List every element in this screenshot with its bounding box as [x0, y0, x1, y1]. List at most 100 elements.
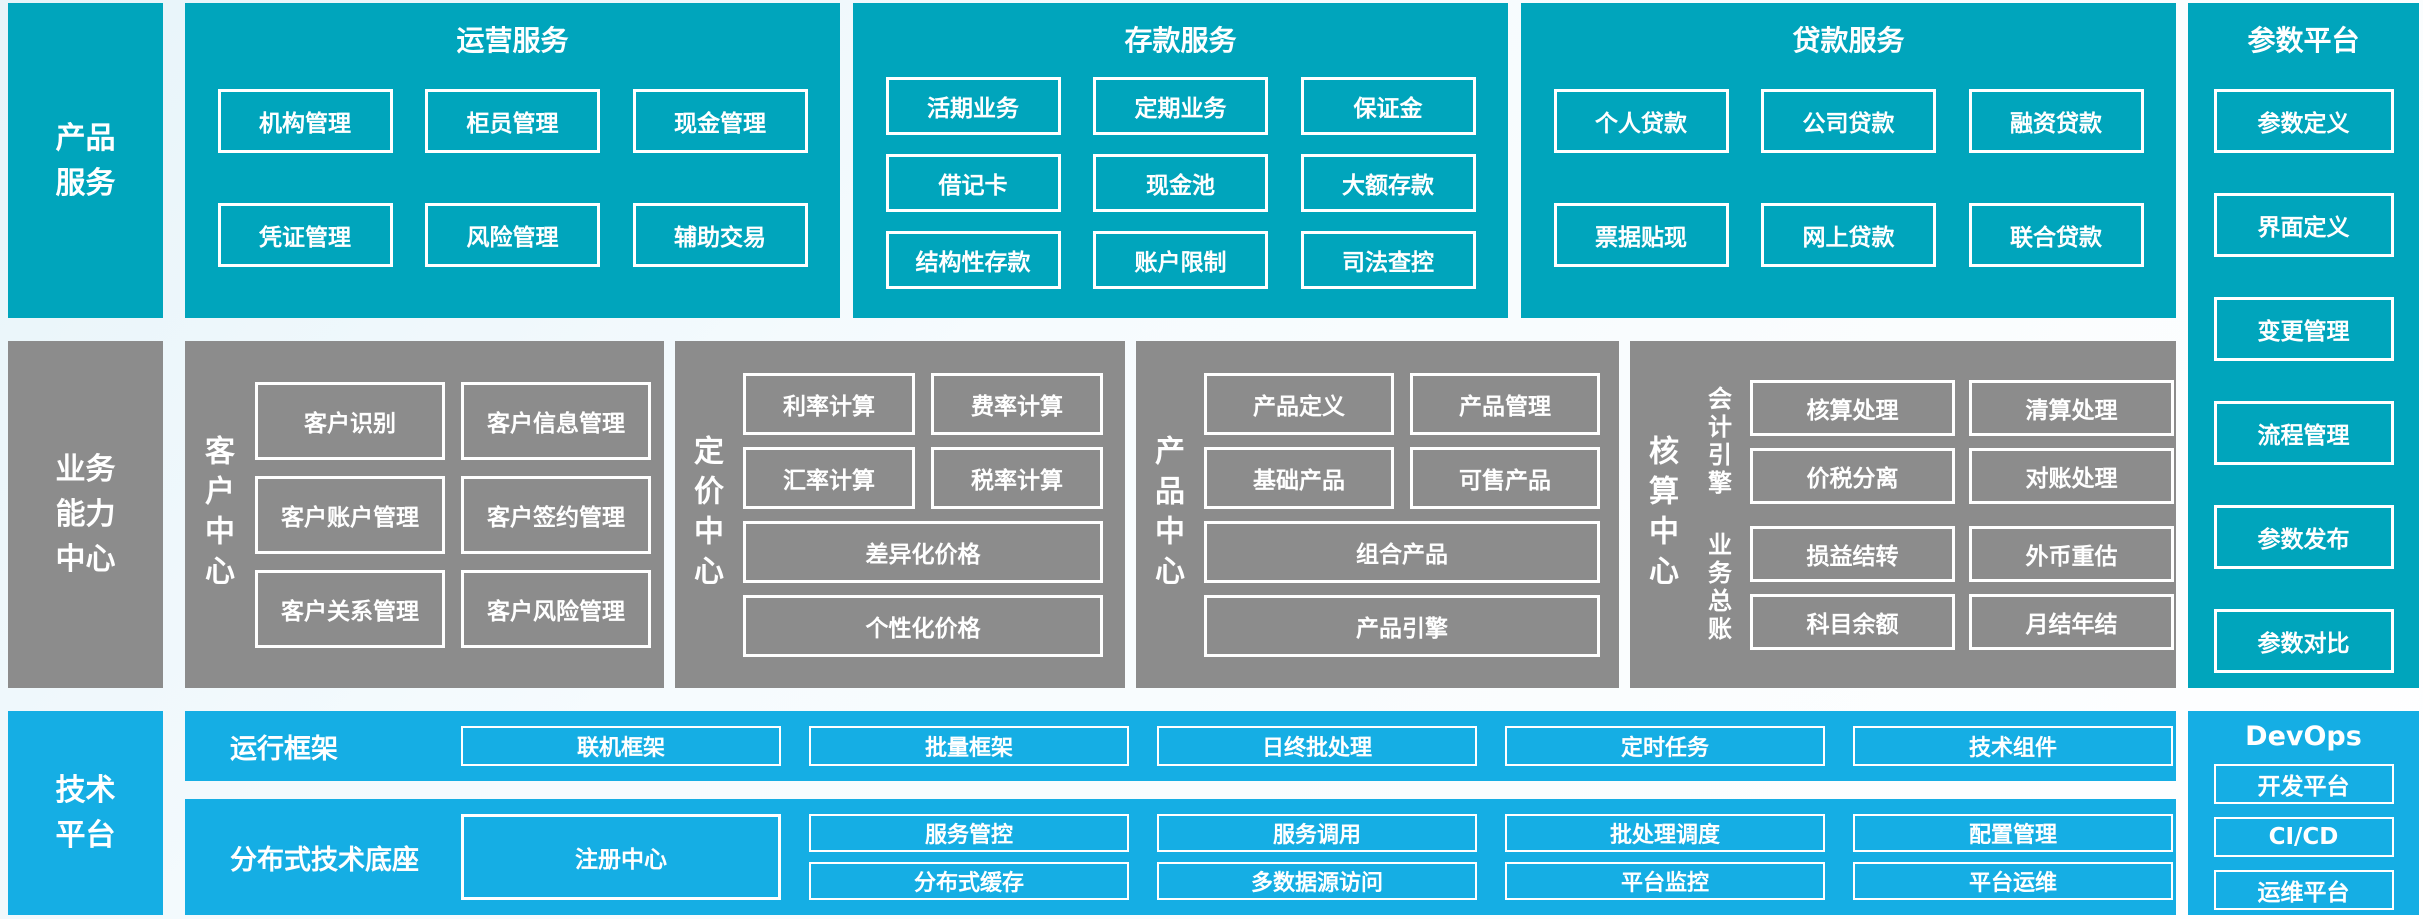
customer-item: 客户识别	[255, 381, 445, 460]
distributed-item: 服务调用	[1157, 814, 1477, 852]
devops-item: 运维平台	[2213, 870, 2394, 910]
accounting-item: 损益结转	[1750, 525, 1955, 582]
business-ledger-grid: 损益结转 外币重估 科目余额 月结年结	[1750, 525, 2174, 650]
distributed-column: 服务调用 多数据源访问	[1157, 814, 1477, 900]
runtime-item: 技术组件	[1853, 726, 2173, 766]
pricing-item: 汇率计算	[743, 446, 915, 509]
runtime-framework-bar: 运行框架 联机框架 批量框架 日终批处理 定时任务 技术组件	[185, 711, 2176, 781]
deposit-item: 活期业务	[885, 77, 1061, 135]
pricing-row: 汇率计算 税率计算	[743, 446, 1103, 509]
operations-item: 柜员管理	[425, 89, 600, 153]
accounting-item: 清算处理	[1969, 379, 2174, 436]
distributed-item: 批处理调度	[1505, 814, 1825, 852]
accounting-item: 月结年结	[1969, 593, 2174, 650]
deposit-item: 账户限制	[1093, 231, 1268, 289]
product-center-label: 产品中心	[1149, 434, 1184, 595]
deposit-item: 现金池	[1093, 154, 1268, 212]
parameter-item: 参数定义	[2213, 89, 2394, 153]
product-stack: 产品定义 产品管理 基础产品 可售产品 组合产品 产品引擎	[1204, 372, 1600, 657]
product-item: 产品定义	[1204, 372, 1394, 435]
customer-center-panel: 客户中心 客户识别 客户信息管理 客户账户管理 客户签约管理 客户关系管理 客户…	[185, 341, 664, 688]
parameter-item: 界面定义	[2213, 193, 2394, 257]
accounting-engine-label: 会计引擎	[1703, 385, 1732, 498]
accounting-groups: 会计引擎 核算处理 清算处理 价税分离 对账处理 业务总账 损益结转 外币重估 …	[1696, 379, 2174, 650]
deposit-grid: 活期业务 定期业务 保证金 借记卡 现金池 大额存款 结构性存款 账户限制 司法…	[853, 77, 1508, 289]
runtime-item: 定时任务	[1505, 726, 1825, 766]
distributed-item: 平台运维	[1853, 862, 2173, 900]
pricing-item: 利率计算	[743, 372, 915, 435]
loan-title: 贷款服务	[1792, 24, 1905, 57]
parameter-item: 参数对比	[2213, 609, 2394, 673]
accounting-engine-grid: 核算处理 清算处理 价税分离 对账处理	[1750, 379, 2174, 504]
devops-title: DevOps	[2245, 721, 2362, 752]
business-ledger-group: 业务总账 损益结转 外币重估 科目余额 月结年结	[1696, 525, 2174, 650]
devops-list: 开发平台 CI/CD 运维平台	[2188, 764, 2419, 910]
distributed-base-label: 分布式技术底座	[230, 844, 419, 876]
runtime-item: 联机框架	[461, 726, 781, 766]
customer-item: 客户信息管理	[461, 381, 651, 460]
pricing-item: 费率计算	[931, 372, 1103, 435]
distributed-item: 多数据源访问	[1157, 862, 1477, 900]
operations-item: 现金管理	[632, 89, 808, 153]
operations-title: 运营服务	[456, 24, 569, 57]
deposit-item: 大额存款	[1300, 154, 1476, 212]
distributed-column: 批处理调度 平台监控	[1505, 814, 1825, 900]
accounting-item: 外币重估	[1969, 525, 2174, 582]
operations-panel: 运营服务 机构管理 柜员管理 现金管理 凭证管理 风险管理 辅助交易	[185, 3, 840, 318]
pricing-wide-item: 个性化价格	[743, 594, 1103, 657]
operations-grid: 机构管理 柜员管理 现金管理 凭证管理 风险管理 辅助交易	[185, 89, 840, 267]
customer-item: 客户风险管理	[461, 569, 651, 648]
accounting-engine-group: 会计引擎 核算处理 清算处理 价税分离 对账处理	[1696, 379, 2174, 504]
pricing-wide-item: 差异化价格	[743, 520, 1103, 583]
parameter-item: 变更管理	[2213, 297, 2394, 361]
distributed-column: 服务管控 分布式缓存	[809, 814, 1129, 900]
accounting-center-label: 核算中心	[1643, 434, 1678, 595]
accounting-center-panel: 核算中心 会计引擎 核算处理 清算处理 价税分离 对账处理 业务总账 损益结转 …	[1630, 341, 2176, 688]
deposit-item: 司法查控	[1300, 231, 1476, 289]
pricing-center-label: 定价中心	[688, 434, 723, 595]
deposit-panel: 存款服务 活期业务 定期业务 保证金 借记卡 现金池 大额存款 结构性存款 账户…	[853, 3, 1508, 318]
business-ledger-label: 业务总账	[1703, 531, 1732, 644]
runtime-item: 日终批处理	[1157, 726, 1477, 766]
operations-item: 辅助交易	[632, 203, 808, 267]
registry-center-box: 注册中心	[461, 814, 781, 900]
loan-item: 联合贷款	[1968, 203, 2144, 267]
distributed-column: 配置管理 平台运维	[1853, 814, 2173, 900]
product-item: 可售产品	[1410, 446, 1600, 509]
product-wide-item: 组合产品	[1204, 520, 1600, 583]
parameter-list: 参数定义 界面定义 变更管理 流程管理 参数发布 参数对比	[2188, 89, 2419, 673]
deposit-item: 定期业务	[1093, 77, 1268, 135]
deposit-item: 借记卡	[885, 154, 1061, 212]
parameter-item: 参数发布	[2213, 505, 2394, 569]
distributed-item: 平台监控	[1505, 862, 1825, 900]
rail-tech-platform: 技术 平台	[8, 711, 163, 915]
accounting-item: 对账处理	[1969, 447, 2174, 504]
runtime-item: 批量框架	[809, 726, 1129, 766]
customer-item: 客户签约管理	[461, 475, 651, 554]
devops-panel: DevOps 开发平台 CI/CD 运维平台	[2188, 711, 2419, 915]
parameter-item: 流程管理	[2213, 401, 2394, 465]
pricing-center-panel: 定价中心 利率计算 费率计算 汇率计算 税率计算 差异化价格 个性化价格	[675, 341, 1125, 688]
accounting-item: 科目余额	[1750, 593, 1955, 650]
pricing-stack: 利率计算 费率计算 汇率计算 税率计算 差异化价格 个性化价格	[743, 372, 1103, 657]
distributed-base-bar: 分布式技术底座 注册中心 服务管控 分布式缓存 服务调用 多数据源访问 批处理调…	[185, 799, 2176, 915]
product-item: 基础产品	[1204, 446, 1394, 509]
deposit-item: 保证金	[1300, 77, 1476, 135]
accounting-item: 核算处理	[1750, 379, 1955, 436]
pricing-item: 税率计算	[931, 446, 1103, 509]
product-item: 产品管理	[1410, 372, 1600, 435]
distributed-item: 服务管控	[809, 814, 1129, 852]
devops-item: 开发平台	[2213, 764, 2394, 804]
deposit-item: 结构性存款	[885, 231, 1061, 289]
pricing-row: 利率计算 费率计算	[743, 372, 1103, 435]
distributed-item: 配置管理	[1853, 814, 2173, 852]
parameter-panel: 参数平台 参数定义 界面定义 变更管理 流程管理 参数发布 参数对比	[2188, 3, 2419, 688]
customer-item: 客户账户管理	[255, 475, 445, 554]
customer-grid: 客户识别 客户信息管理 客户账户管理 客户签约管理 客户关系管理 客户风险管理	[255, 381, 651, 648]
loan-grid: 个人贷款 公司贷款 融资贷款 票据贴现 网上贷款 联合贷款	[1521, 89, 2176, 267]
devops-item: CI/CD	[2213, 817, 2394, 857]
loan-item: 公司贷款	[1761, 89, 1936, 153]
loan-item: 个人贷款	[1553, 89, 1729, 153]
product-wide-item: 产品引擎	[1204, 594, 1600, 657]
rail-business-capability: 业务 能力 中心	[8, 341, 163, 688]
